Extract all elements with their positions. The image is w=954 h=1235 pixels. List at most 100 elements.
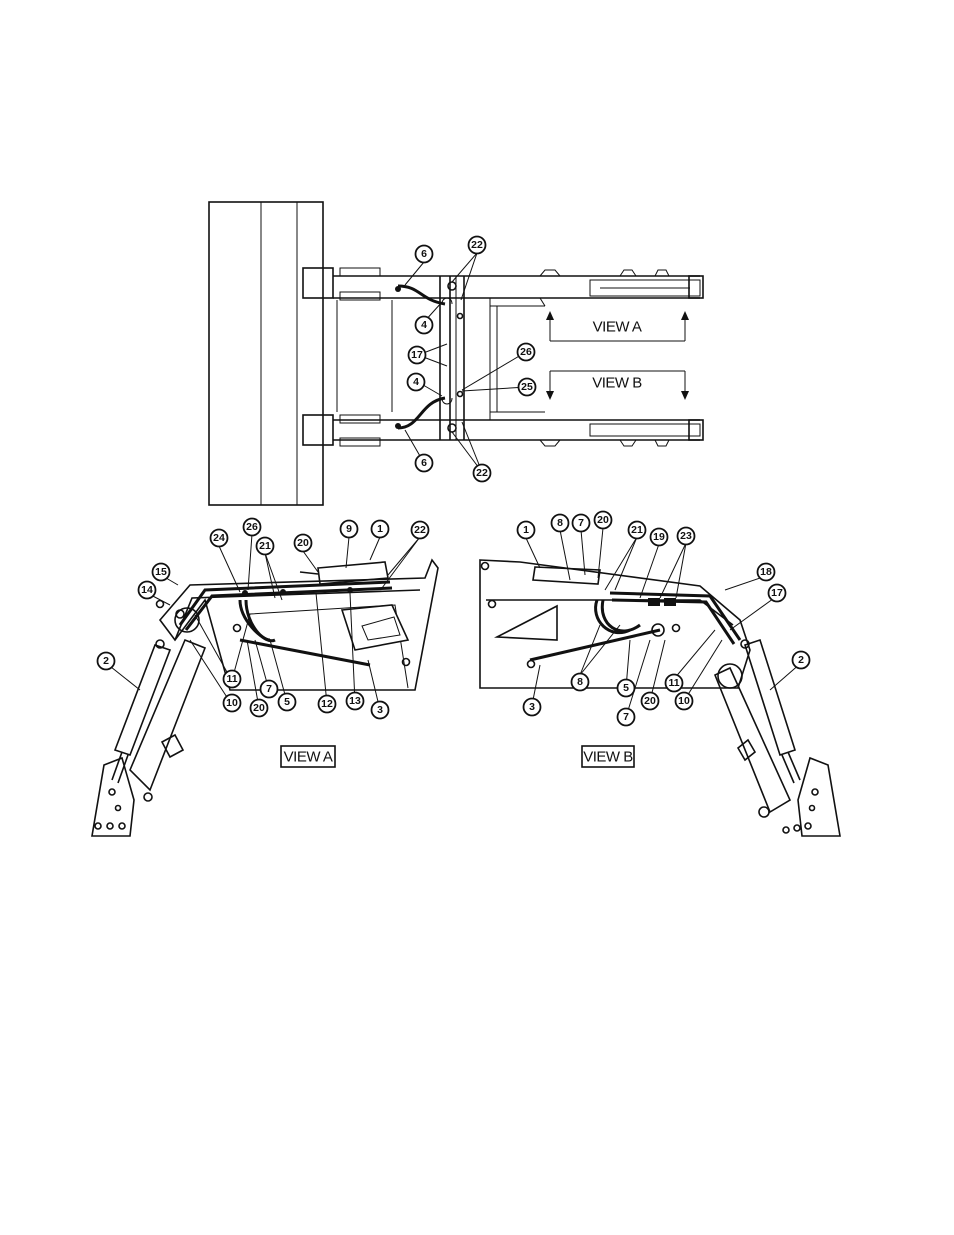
svg-text:21: 21	[631, 524, 643, 536]
callout-a-2: 2	[98, 653, 115, 670]
svg-text:17: 17	[771, 587, 783, 599]
svg-text:6: 6	[421, 248, 427, 260]
svg-text:7: 7	[578, 517, 584, 529]
callout-a-9: 9	[341, 521, 358, 538]
callout-a-13: 13	[347, 693, 364, 710]
svg-text:20: 20	[297, 537, 309, 549]
callout-top-26: 26	[518, 344, 535, 361]
view-b-lower-boom	[715, 668, 790, 812]
svg-text:1: 1	[523, 524, 529, 536]
callout-b-20b: 20	[642, 693, 659, 710]
svg-text:19: 19	[653, 531, 665, 543]
svg-text:20: 20	[253, 702, 265, 714]
callout-b-5: 5	[618, 680, 635, 697]
callout-a-7: 7	[261, 681, 278, 698]
callout-b-21: 21	[629, 522, 646, 539]
svg-text:4: 4	[421, 319, 427, 331]
callout-b-23: 23	[678, 528, 695, 545]
svg-text:10: 10	[226, 697, 238, 709]
svg-text:22: 22	[476, 467, 488, 479]
svg-text:8: 8	[577, 676, 583, 688]
svg-text:1: 1	[377, 523, 383, 535]
view-a-label: VIEW A	[284, 749, 333, 766]
callout-top-17: 17	[409, 347, 426, 364]
callout-a-20: 20	[295, 535, 312, 552]
view-b-label: VIEW B	[583, 749, 633, 766]
svg-text:4: 4	[413, 376, 419, 388]
svg-text:9: 9	[346, 523, 352, 535]
svg-text:5: 5	[284, 696, 290, 708]
view-a-side: 24 26 21 20 9 1 22 15 14 2 11 10 7 20 5 …	[92, 519, 438, 837]
callout-b-19: 19	[651, 529, 668, 546]
svg-text:24: 24	[213, 532, 225, 544]
svg-text:26: 26	[246, 521, 258, 533]
callout-b-1: 1	[518, 522, 535, 539]
svg-text:12: 12	[321, 698, 333, 710]
svg-text:18: 18	[760, 566, 772, 578]
callout-a-21: 21	[257, 538, 274, 555]
svg-text:11: 11	[668, 677, 679, 689]
callout-b-10: 10	[676, 693, 693, 710]
callout-a-26: 26	[244, 519, 261, 536]
callout-top-4a: 4	[416, 317, 433, 334]
svg-text:3: 3	[529, 701, 535, 713]
svg-text:3: 3	[377, 704, 383, 716]
callout-a-12: 12	[319, 696, 336, 713]
callout-a-3: 3	[372, 702, 389, 719]
svg-text:7: 7	[266, 683, 272, 695]
top-view-a-label: VIEW A	[593, 319, 642, 336]
callout-a-1: 1	[372, 521, 389, 538]
callout-b-2: 2	[793, 652, 810, 669]
svg-text:21: 21	[259, 540, 271, 552]
callout-a-15: 15	[153, 564, 170, 581]
callout-b-18: 18	[758, 564, 775, 581]
svg-text:17: 17	[411, 349, 423, 361]
upper-arm	[303, 268, 703, 306]
callout-b-3: 3	[524, 699, 541, 716]
callout-b-8: 8	[552, 515, 569, 532]
svg-text:25: 25	[521, 381, 533, 393]
callout-b-7b: 7	[618, 709, 635, 726]
callout-a-24: 24	[211, 530, 228, 547]
callout-b-20: 20	[595, 512, 612, 529]
top-hoses	[395, 282, 463, 432]
svg-text:15: 15	[155, 566, 167, 578]
top-plan-view: VIEW A VIEW B 6 22 4 17 26 25 4 6 22	[209, 202, 703, 505]
svg-text:22: 22	[414, 524, 426, 536]
svg-text:5: 5	[623, 682, 629, 694]
callout-b-7: 7	[573, 515, 590, 532]
svg-text:13: 13	[349, 695, 361, 707]
callout-a-22: 22	[412, 522, 429, 539]
svg-text:26: 26	[520, 346, 532, 358]
top-leaders	[405, 253, 527, 472]
callout-a-20b: 20	[251, 700, 268, 717]
svg-text:6: 6	[421, 457, 427, 469]
svg-text:14: 14	[141, 584, 153, 596]
svg-text:11: 11	[226, 673, 237, 685]
lower-arm	[303, 412, 703, 446]
svg-text:2: 2	[103, 655, 109, 667]
view-b-side: 1 8 7 20 21 19 23 18 17 8 5 7 20 11 10 3…	[480, 512, 840, 837]
callout-a-5: 5	[279, 694, 296, 711]
callout-a-10: 10	[224, 695, 241, 712]
callout-a-14: 14	[139, 582, 156, 599]
callout-top-25: 25	[519, 379, 536, 396]
svg-text:2: 2	[798, 654, 804, 666]
bucket-outline	[209, 202, 323, 505]
callout-top-22a: 22	[469, 237, 486, 254]
svg-text:7: 7	[623, 711, 629, 723]
svg-text:20: 20	[644, 695, 656, 707]
svg-text:20: 20	[597, 514, 609, 526]
callout-top-22b: 22	[474, 465, 491, 482]
svg-text:22: 22	[471, 239, 483, 251]
callout-b-11: 11	[666, 675, 683, 692]
svg-text:23: 23	[680, 530, 692, 542]
callout-top-6b: 6	[416, 455, 433, 472]
view-b-mount-bracket	[798, 758, 840, 836]
callout-b-8b: 8	[572, 674, 589, 691]
top-view-b-label: VIEW B	[592, 375, 642, 392]
callout-top-4b: 4	[408, 374, 425, 391]
callout-b-17: 17	[769, 585, 786, 602]
callout-top-6a: 6	[416, 246, 433, 263]
